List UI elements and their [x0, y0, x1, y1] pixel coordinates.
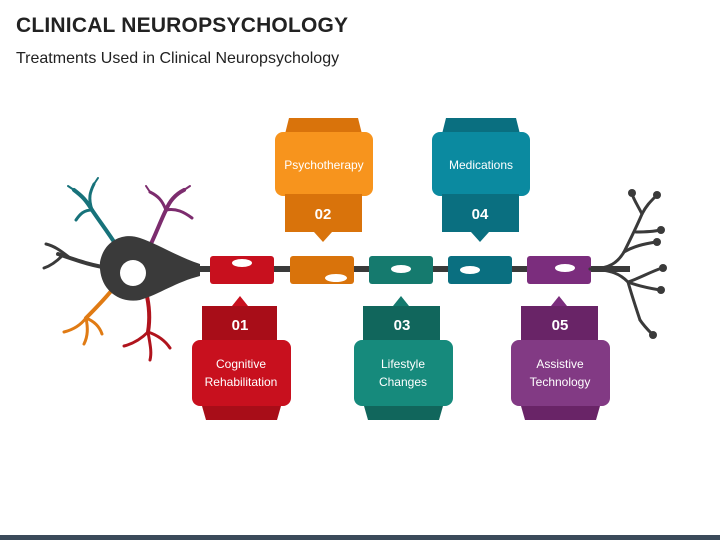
callout-02-label: Psychotherapy	[284, 158, 363, 172]
callout-04: Medications 04	[432, 118, 530, 242]
callout-03-label-line2: Changes	[379, 375, 427, 389]
callout-04-number: 04	[472, 206, 489, 223]
neuron-soma	[42, 177, 200, 362]
callout-03-label-line1: Lifestyle	[381, 357, 425, 371]
callout-03: 03 Lifestyle Changes	[354, 296, 453, 420]
dendrite-red	[122, 290, 172, 362]
callout-01: 01 Cognitive Rehabilitation	[192, 296, 291, 420]
footer-bar	[0, 535, 720, 540]
myelin-segment-3	[369, 256, 433, 284]
callout-01-label-line1: Cognitive	[216, 357, 266, 371]
myelin-segment-2	[290, 256, 354, 284]
soma-body	[99, 236, 200, 301]
callout-05: 05 Assistive Technology	[511, 296, 610, 420]
myelin-segment-1	[210, 256, 274, 284]
callout-05-label-line2: Technology	[530, 375, 591, 389]
page-title: CLINICAL NEUROPSYCHOLOGY	[16, 14, 349, 37]
dendrite-purple	[145, 185, 194, 252]
dendrite-teal	[67, 177, 120, 250]
callout-02-number: 02	[315, 206, 332, 223]
dendrite-orange	[62, 288, 114, 346]
nucleus	[120, 260, 146, 286]
axon-terminal	[588, 192, 664, 336]
callout-01-label-line2: Rehabilitation	[205, 375, 278, 389]
myelin-segment-4	[448, 256, 512, 284]
callout-05-number: 05	[552, 317, 569, 334]
page-subtitle: Treatments Used in Clinical Neuropsychol…	[16, 50, 340, 67]
callout-01-number: 01	[232, 317, 249, 334]
callout-03-number: 03	[394, 317, 411, 334]
callout-04-label: Medications	[449, 158, 513, 172]
myelin-segment-5	[527, 256, 591, 284]
callout-05-label-line1: Assistive	[536, 357, 584, 371]
callout-02: Psychotherapy 02	[275, 118, 373, 242]
terminal-buttons	[628, 189, 667, 339]
